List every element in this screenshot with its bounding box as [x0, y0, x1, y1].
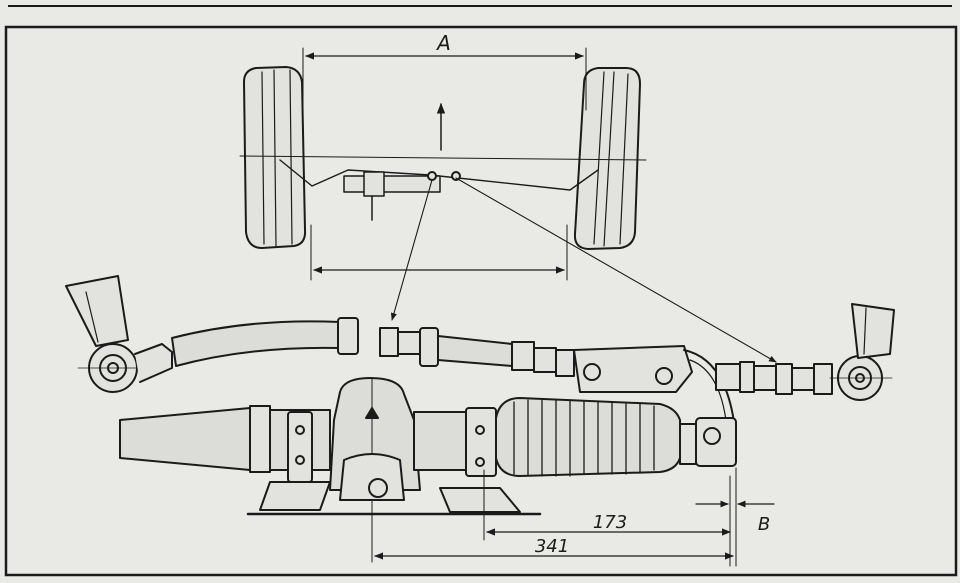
label-a: A: [435, 31, 451, 55]
rack-end-fitting: [679, 417, 737, 467]
axle-centerline: [239, 155, 647, 161]
left-steering-knuckle: [65, 275, 129, 347]
dimension-341: [371, 509, 734, 563]
dimension-top-lower: [310, 224, 568, 281]
rack-boot: [495, 397, 681, 477]
left-ball-joint: [77, 343, 173, 393]
left-tie-rod-clamps: [337, 317, 439, 367]
dimension-a: [302, 47, 587, 111]
right-tie-rod: [715, 361, 833, 395]
right-ball-joint: [829, 355, 893, 401]
center-rod-adjusters: [511, 341, 575, 377]
label-341: 341: [535, 536, 569, 557]
rack-end-cone: [119, 405, 271, 473]
rack-housing-right: [413, 407, 497, 477]
linkage-scheme: [279, 159, 599, 191]
dimension-b: [695, 467, 775, 567]
mounting-feet: [246, 481, 542, 516]
mini-steering-rack: [343, 171, 461, 221]
right-wheel: [573, 67, 641, 250]
leader-arrow-left: [390, 179, 433, 321]
pinion-housing: [329, 377, 421, 511]
rack-housing-left: [269, 409, 331, 483]
right-steering-knuckle: [851, 303, 895, 359]
left-wheel: [243, 66, 307, 249]
figure-border: [4, 25, 958, 577]
dimension-173: [483, 469, 731, 541]
leader-arrow-right: [455, 177, 777, 363]
label-b: B: [758, 514, 770, 535]
label-173: 173: [593, 512, 627, 533]
